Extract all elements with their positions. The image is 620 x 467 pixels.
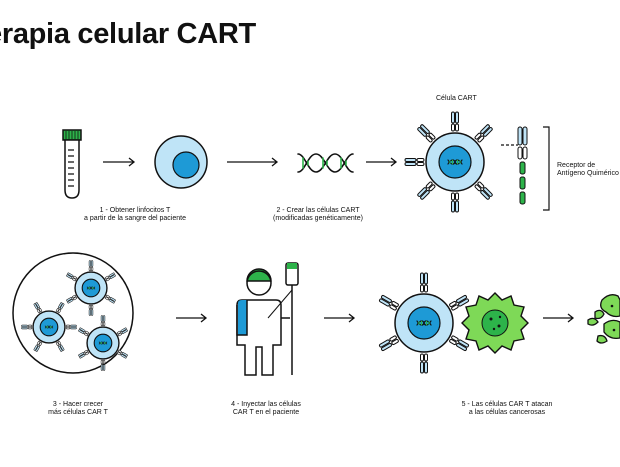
patient-iv-icon	[236, 262, 299, 376]
step-5-caption: 5 - Las células CAR T atacan a las célul…	[447, 401, 567, 417]
step-3-caption: 3 - Hacer crecer más células CAR T	[28, 401, 128, 417]
step-3-line1: 3 - Hacer crecer	[52, 401, 104, 408]
arrow-4-icon	[176, 313, 208, 323]
t-cell-icon	[154, 135, 208, 189]
step-1-caption: 1 - Obtener linfocitos T a partir de la …	[70, 207, 200, 223]
step-4-line1: 4 - Inyectar las células	[231, 401, 301, 408]
dead-cancer-cell-icon	[587, 294, 620, 344]
arrow-3-icon	[366, 157, 398, 167]
cart-attack-cell-icon	[378, 272, 470, 374]
step-1-line1: 1 - Obtener linfocitos T	[99, 207, 171, 214]
blood-tube-icon	[62, 129, 82, 199]
step-3-line2: más células CAR T	[48, 409, 108, 416]
step-2-line1: 2 - Crear las células CART	[276, 207, 360, 214]
cart-cell-label: Célula CART	[436, 95, 477, 102]
step-4-line2: CAR T en el paciente	[232, 409, 300, 416]
step-1-line2: a partir de la sangre del paciente	[84, 215, 186, 222]
receptor-label: Receptor de Antígeno Quimérico	[557, 162, 619, 178]
receptor-label-line2: Antígeno Quimérico	[557, 170, 619, 177]
receptor-callout	[501, 126, 550, 211]
cancer-cell-icon	[461, 292, 529, 354]
cart-cell-icon	[404, 111, 494, 213]
step-2-caption: 2 - Crear las células CART (modificadas …	[258, 207, 378, 223]
step-5-line1: 5 - Las células CAR T atacan	[461, 401, 553, 408]
arrow-5-icon	[324, 313, 356, 323]
step-5-line2: a las células cancerosas	[468, 409, 546, 416]
arrow-1-icon	[103, 157, 136, 167]
step-4-caption: 4 - Inyectar las células CAR T en el pac…	[216, 401, 316, 417]
receptor-label-line1: Receptor de	[557, 162, 596, 169]
dna-helix-icon	[297, 153, 354, 173]
cell-culture-icon	[12, 252, 134, 374]
arrow-2-icon	[227, 157, 279, 167]
step-2-line2: (modificadas genéticamente)	[273, 215, 363, 222]
arrow-6-icon	[543, 313, 575, 323]
page-title: erapia celular CART	[0, 18, 256, 50]
